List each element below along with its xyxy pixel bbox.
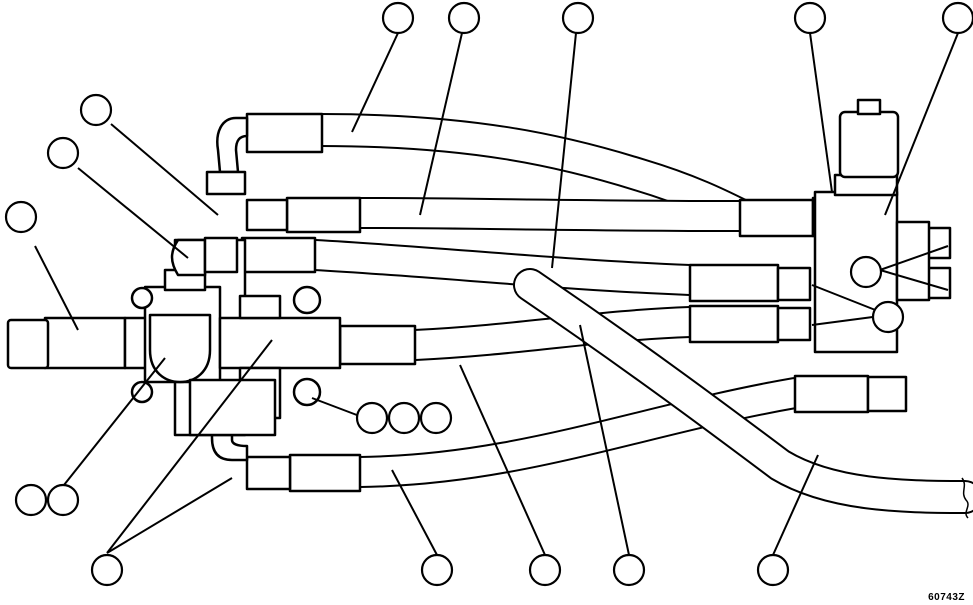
callout-circle	[46, 136, 80, 170]
hose-inlet-left	[6, 316, 127, 370]
callout-circle	[14, 483, 48, 517]
callout-circle	[447, 1, 481, 35]
hose-sleeve-third	[240, 236, 317, 274]
callout-circle	[90, 553, 124, 587]
hose-sleeve-lower	[288, 453, 362, 493]
hose-sleeve-second-right	[738, 198, 815, 238]
callout-circle	[756, 553, 790, 587]
callout-circle	[793, 1, 827, 35]
hose-sleeve-second	[285, 196, 362, 234]
nut-second	[245, 198, 289, 232]
hose-sleeve-top	[245, 112, 324, 154]
hose-exit-right	[513, 268, 973, 514]
solenoid-coil	[838, 110, 900, 179]
callout-circle	[849, 255, 883, 289]
hose-third	[299, 239, 706, 296]
nut-top	[205, 170, 247, 196]
hose-sleeve-third-right	[688, 263, 780, 303]
callout-circle	[419, 401, 453, 435]
nut-fourth-right	[776, 306, 812, 342]
hose-sleeve-lower-right	[793, 374, 870, 414]
callout-circle	[355, 401, 389, 435]
nut-third-right	[776, 266, 812, 302]
callout-circle	[46, 483, 80, 517]
elbow-top	[216, 116, 249, 174]
hose-group	[6, 113, 973, 514]
callout-circle	[381, 1, 415, 35]
hose-sleeve-fourth	[338, 324, 417, 366]
callout-circle	[528, 553, 562, 587]
callout-circle	[561, 1, 595, 35]
callout-circle	[612, 553, 646, 587]
hose-lower	[344, 377, 811, 488]
callout-circle	[79, 93, 113, 127]
callout-circle	[4, 200, 38, 234]
callout-circle	[941, 1, 973, 35]
hose-sleeve-fourth-right	[688, 304, 780, 344]
hose-top	[303, 113, 757, 232]
callout-circle	[420, 553, 454, 587]
nut-lower	[245, 455, 292, 491]
hose-break-mark	[961, 477, 969, 519]
drawing-number: 60743Z	[928, 592, 965, 603]
nut-lower-right	[866, 375, 908, 413]
callouts	[4, 1, 973, 587]
leader-lines	[34, 32, 959, 556]
callout-circle	[871, 300, 905, 334]
callout-circle	[387, 401, 421, 435]
hose-fourth	[399, 306, 706, 361]
hose-second	[344, 197, 756, 232]
